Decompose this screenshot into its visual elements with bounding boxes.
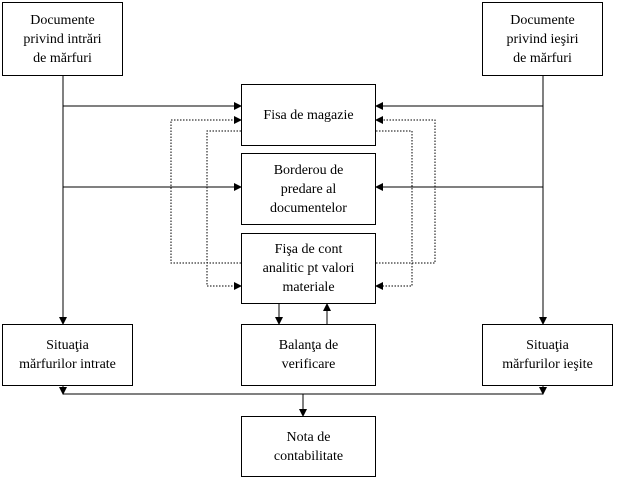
node-fisa-magazie: Fisa de magazie	[241, 84, 376, 146]
right-solid-connectors	[375, 76, 547, 325]
node-situatia-iesite: Situaţia mărfurilor ieşite	[482, 324, 613, 386]
dotted-loop-right-inner-a	[375, 130, 413, 290]
dotted-loop-left-outer-a	[170, 116, 242, 264]
bottom-collector	[59, 386, 547, 417]
node-balanta: Balanţa de verificare	[241, 324, 376, 386]
node-borderou: Borderou de predare al documentelor	[241, 153, 376, 225]
left-solid-connectors	[59, 76, 242, 325]
node-fisa-cont: Fişa de cont analitic pt valori material…	[241, 233, 376, 304]
dotted-loop-right-outer-a	[375, 116, 436, 264]
node-fisa-magazie-label: Fisa de magazie	[263, 107, 354, 123]
node-situatia-intrate: Situaţia mărfurilor intrate	[2, 324, 133, 386]
node-documente-iesiri-label: Documente privind ieşiri de mărfuri	[506, 12, 579, 66]
node-situatia-iesite-label: Situaţia mărfurilor ieşite	[502, 338, 593, 372]
node-documente-intrari: Documente privind intrări de mărfuri	[2, 2, 123, 76]
node-fisa-cont-label: Fişa de cont analitic pt valori material…	[262, 242, 355, 295]
node-documente-intrari-label: Documente privind intrări de mărfuri	[23, 12, 102, 66]
node-nota-contabilitate-label: Nota de contabilitate	[273, 429, 344, 464]
node-balanta-label: Balanţa de verificare	[278, 338, 339, 372]
right-dotted-connectors	[375, 116, 436, 290]
left-dotted-connectors	[170, 116, 242, 290]
node-nota-contabilitate: Nota de contabilitate	[241, 416, 376, 477]
dotted-loop-left-inner-a	[206, 130, 242, 290]
node-documente-iesiri: Documente privind ieşiri de mărfuri	[482, 2, 603, 76]
node-situatia-intrate-label: Situaţia mărfurilor intrate	[19, 338, 116, 372]
balanta-connectors	[275, 303, 331, 325]
node-borderou-label: Borderou de predare al documentelor	[270, 162, 347, 216]
